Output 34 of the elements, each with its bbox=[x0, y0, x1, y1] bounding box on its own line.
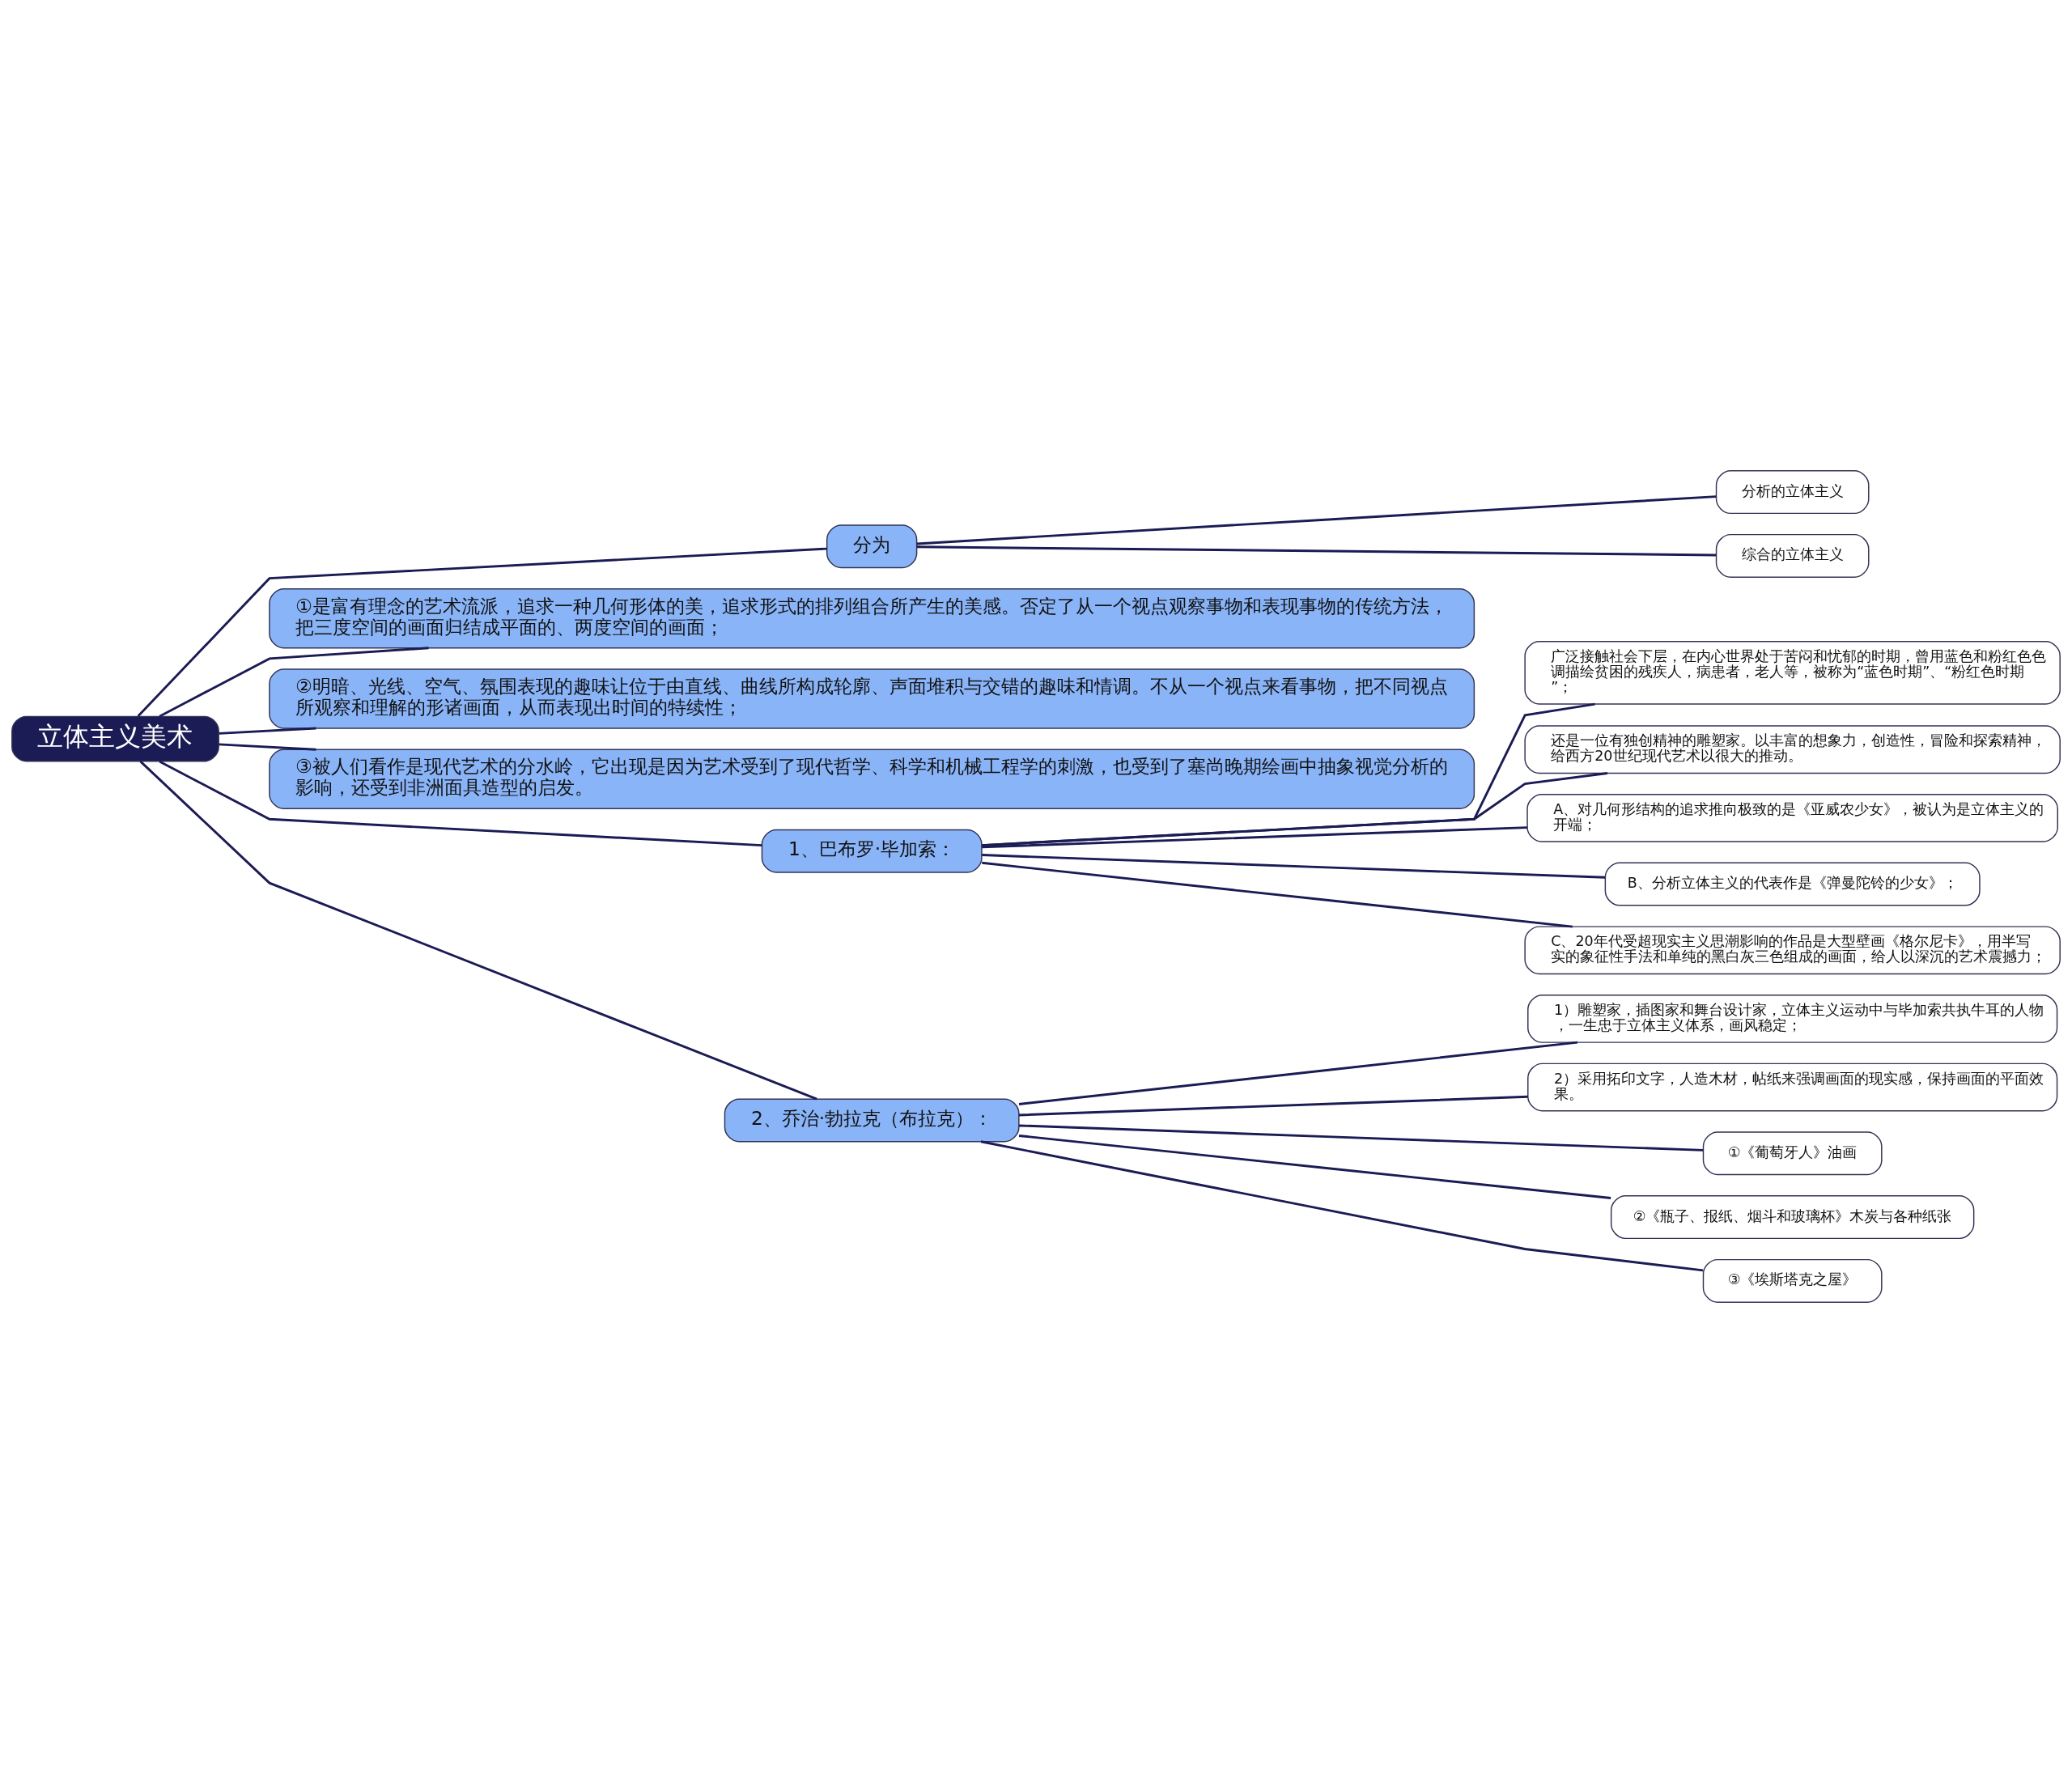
connector bbox=[219, 727, 316, 735]
connector bbox=[1018, 1124, 1704, 1152]
connector bbox=[137, 547, 827, 718]
node-box: ③《埃斯塔克之屋》 bbox=[1702, 1258, 1883, 1303]
node-box: ①《葡萄牙人》油画 bbox=[1702, 1131, 1883, 1176]
node-box: ②《瓶子、报纸、烟斗和玻璃杯》木炭与各种纸张 bbox=[1610, 1195, 1975, 1240]
connector bbox=[982, 854, 1606, 879]
node-box: 广泛接触社会下层，在内心世界处于苦闷和忧郁的时期，曾用蓝色和粉红色色调描绘贫困的残疾人，病患者，老人等，被称为“蓝色时期”、“粉红色时期”； bbox=[1524, 640, 2061, 705]
node-box: 1、巴布罗·毕加索： bbox=[761, 829, 983, 873]
connector bbox=[916, 495, 1717, 545]
node-box: 2、乔治·勃拉克（布拉克）： bbox=[724, 1098, 1020, 1143]
node-box: ②明暗、光线、空气、氛围表现的趣味让位于由直线、曲线所构成轮廓、声面堆积与交错的趣味和情调。不从一个视点来看事物，把不同视点所观察和理解的形诸画面，从而表现出时间的特续性； bbox=[269, 668, 1475, 729]
connector bbox=[159, 647, 429, 718]
connector bbox=[1018, 1135, 1611, 1200]
node-box: 立体主义美术 bbox=[11, 715, 219, 762]
connector bbox=[980, 1140, 1704, 1272]
node-box: 分析的立体主义 bbox=[1715, 470, 1870, 515]
node-box: 还是一位有独创精神的雕塑家。以丰富的想象力，创造性，冒险和探索精神，给西方20世纪现代艺术以很大的推动。 bbox=[1524, 725, 2061, 774]
connector bbox=[982, 861, 1573, 928]
node-box: B、分析立体主义的代表作是《弹曼陀铃的少女》； bbox=[1604, 862, 1981, 906]
connector bbox=[916, 545, 1717, 557]
connector bbox=[159, 760, 762, 847]
node-box: ③被人们看作是现代艺术的分水岭，它出现是因为艺术受到了现代哲学、科学和机械工程学的刺激，也受到了塞尚晚期绘画中抽象视觉分析的影响，还受到非洲面具造型的启发。 bbox=[269, 749, 1475, 809]
connector bbox=[1018, 1095, 1528, 1117]
node-box: 1）雕塑家，插图家和舞台设计家，立体主义运动中与毕加索共执牛耳的人物，一生忠于立体主义体系，画风稳定； bbox=[1527, 995, 2058, 1043]
node-box: 综合的立体主义 bbox=[1715, 533, 1870, 578]
node-box: ①是富有理念的艺术流派，追求一种几何形体的美，追求形式的排列组合所产生的美感。否定了从一个视点观察事物和表现事物的传统方法，把三度空间的画面归结成平面的、两度空间的画面； bbox=[269, 588, 1475, 649]
connector bbox=[219, 743, 316, 751]
node-box: A、对几何形结构的追求推向极致的是《亚威农少女》，被认为是立体主义的开端； bbox=[1526, 793, 2058, 842]
connector bbox=[139, 760, 817, 1101]
node-box: C、20年代受超现实主义思潮影响的作品是大型壁画《格尔尼卡》，用半写实的象征性手法和单纯的黑白灰三色组成的画面，给人以深沉的艺术震撼力； bbox=[1524, 926, 2061, 975]
node-box: 分为 bbox=[826, 524, 918, 569]
node-box: 2）采用拓印文字，人造木材，帖纸来强调画面的现实感，保持画面的平面效果。 bbox=[1527, 1063, 2058, 1112]
connector bbox=[982, 826, 1527, 849]
